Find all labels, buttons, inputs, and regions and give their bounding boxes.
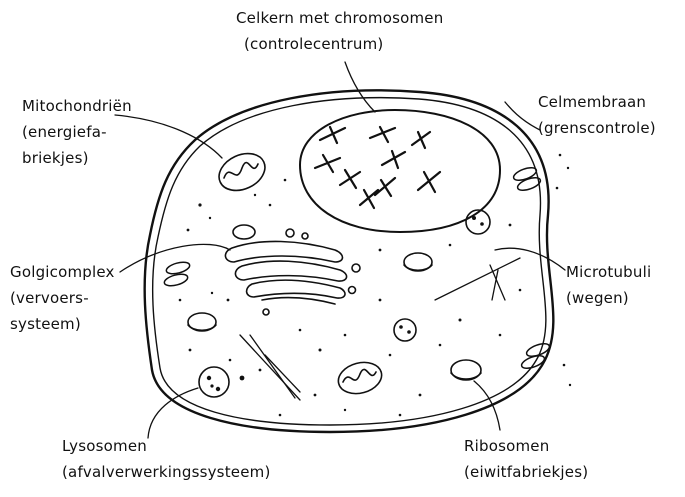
leader-mitochondria xyxy=(115,115,222,158)
leader-ribosomes xyxy=(474,381,500,430)
label-microtubuli-desc: (wegen) xyxy=(566,288,629,308)
label-membrane-desc: (grenscontrole) xyxy=(538,118,656,138)
label-mitochondria-title: Mitochondriën xyxy=(22,96,132,116)
leader-golgi xyxy=(120,244,230,272)
lysosome-2 xyxy=(394,319,416,341)
ribosome-3 xyxy=(451,360,481,380)
ribosome-4 xyxy=(233,225,255,239)
ribosome-2 xyxy=(188,313,216,331)
leader-nucleus xyxy=(345,62,375,112)
label-golgi-desc-2: systeem) xyxy=(10,314,81,334)
chromosomes xyxy=(315,127,440,208)
golgi-complex xyxy=(225,229,360,315)
mitochondrion-2 xyxy=(335,358,385,398)
label-ribosomes-desc: (eiwitfabriekjes) xyxy=(464,462,588,482)
label-nucleus-title: Celkern met chromosomen xyxy=(236,8,443,28)
leader-membrane xyxy=(505,102,540,130)
label-mitochondria-desc-1: (energiefa- xyxy=(22,122,107,142)
membrane-protein-2 xyxy=(163,260,191,288)
leader-microtubuli xyxy=(495,248,565,270)
label-lysosomes-desc: (afvalverwerkingssysteem) xyxy=(62,462,271,482)
leader-lysosomes xyxy=(148,388,198,438)
microtubuli xyxy=(240,258,520,400)
label-ribosomes-title: Ribosomen xyxy=(464,436,549,456)
label-nucleus-desc: (controlecentrum) xyxy=(244,34,383,54)
label-golgi-title: Golgicomplex xyxy=(10,262,115,282)
label-mitochondria-desc-2: briekjes) xyxy=(22,148,89,168)
label-golgi-desc-1: (vervoers- xyxy=(10,288,89,308)
ribosome-1 xyxy=(404,253,432,271)
label-membrane-title: Celmembraan xyxy=(538,92,646,112)
label-microtubuli-title: Microtubuli xyxy=(566,262,651,282)
mitochondrion-1 xyxy=(213,146,271,197)
cell-membrane-inner xyxy=(153,98,546,425)
label-lysosomes-title: Lysosomen xyxy=(62,436,147,456)
lysosome-1 xyxy=(199,367,229,397)
